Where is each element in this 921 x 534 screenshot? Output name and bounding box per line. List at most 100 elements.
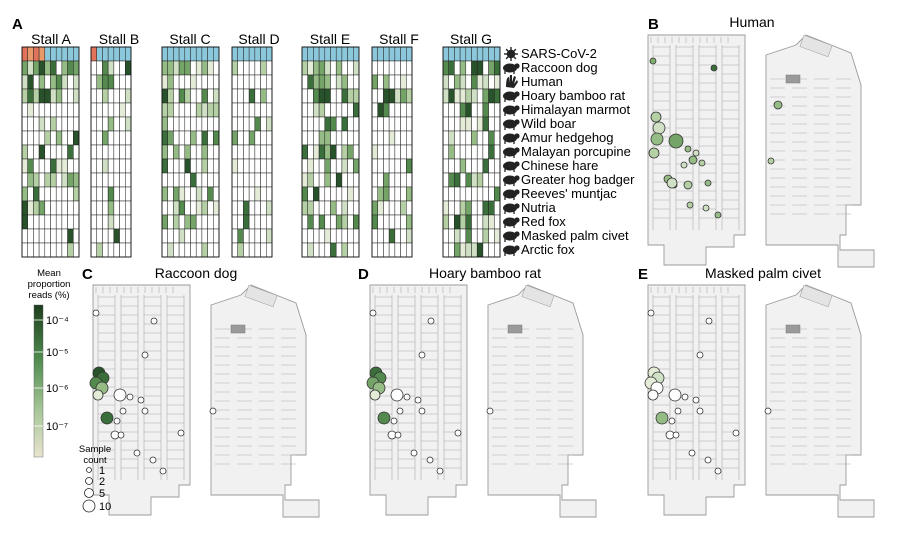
sample-circle	[704, 179, 712, 187]
heatmap-cell	[341, 46, 348, 62]
heatmap-cell	[113, 200, 120, 216]
heatmap-cell	[494, 242, 501, 258]
heatmap-cell	[213, 200, 220, 216]
heatmap-cell	[237, 228, 244, 244]
heatmap-cell	[73, 158, 80, 174]
heatmap-cell	[254, 74, 261, 90]
heatmap-cell	[231, 242, 238, 258]
heatmap-cell	[190, 214, 197, 230]
heatmap-cell	[119, 74, 126, 90]
heatmap-cell	[67, 46, 74, 62]
heatmap-cell	[388, 186, 396, 202]
heatmap-cell	[50, 144, 57, 160]
heatmap-cell	[318, 116, 326, 132]
heatmap-cell	[178, 200, 186, 216]
heatmap-cell	[44, 172, 51, 188]
size-legend-title-2: count	[83, 455, 107, 466]
sample-circle	[649, 57, 657, 65]
heatmap-cell	[465, 172, 472, 188]
heatmap-cell	[184, 158, 191, 174]
heatmap-cell	[102, 214, 109, 230]
heatmap-cell	[201, 46, 208, 62]
heatmap-cell	[21, 130, 28, 146]
heatmap-cell	[190, 74, 197, 90]
heatmap-cell	[201, 130, 208, 146]
heatmap-cell	[394, 158, 401, 174]
heatmap-cell	[448, 116, 455, 132]
heatmap-cell	[90, 158, 97, 174]
heatmap-cell	[400, 186, 407, 202]
heatmap-cell	[394, 172, 401, 188]
heatmap-cell	[184, 60, 191, 76]
heatmap-cell	[488, 158, 495, 174]
heatmap-cell	[347, 74, 354, 90]
heatmap-cell	[195, 228, 203, 244]
heatmap-cell	[44, 46, 51, 62]
heatmap-cell	[377, 60, 384, 76]
heatmap-cell	[201, 228, 208, 244]
heatmap-cell	[454, 74, 461, 90]
heatmap-cell	[119, 172, 126, 188]
heatmap-cell	[231, 102, 238, 118]
heatmap-cell	[55, 158, 63, 174]
sample-circle	[674, 407, 682, 415]
heatmap-cell	[318, 60, 326, 76]
heatmap-cell	[213, 172, 220, 188]
heatmap-cell	[318, 88, 326, 104]
heatmap-cell	[341, 88, 348, 104]
heatmap-cell	[442, 116, 449, 132]
heatmap-cell	[102, 116, 109, 132]
sample-circle	[647, 389, 659, 401]
panel-letter-b: B	[648, 16, 659, 33]
heatmap-cell	[73, 172, 80, 188]
heatmap-cell	[347, 88, 354, 104]
species-label: Raccoon dog	[521, 60, 598, 75]
heatmap-cell	[190, 130, 197, 146]
heatmap-cell	[313, 172, 320, 188]
heatmap-cell	[125, 116, 132, 132]
heatmap-cell	[213, 144, 220, 160]
heatmap-cell	[67, 172, 74, 188]
heatmap-cell	[33, 88, 40, 104]
sample-circle	[668, 417, 676, 425]
heatmap-cell	[38, 88, 46, 104]
sample-circle	[137, 396, 145, 404]
heatmap-cell	[96, 116, 103, 132]
heatmap-cell	[335, 228, 343, 244]
heatmap-cell	[113, 214, 120, 230]
heatmap-cell	[178, 158, 186, 174]
heatmap-cell	[301, 200, 308, 216]
heatmap-cell	[167, 88, 174, 104]
heatmap-cell	[55, 242, 63, 258]
heatmap-cell	[400, 228, 407, 244]
heatmap-cell	[173, 200, 180, 216]
heatmap-cell	[201, 186, 208, 202]
heatmap-cell	[394, 116, 401, 132]
heatmap-cell	[459, 172, 467, 188]
heatmap-cell	[102, 242, 109, 258]
heatmap-cell	[107, 172, 115, 188]
heatmap-cell	[406, 116, 413, 132]
heatmap-cell	[50, 60, 57, 76]
heatmap-cell	[400, 60, 407, 76]
heatmap-cell	[243, 130, 250, 146]
heatmap-cell	[341, 200, 348, 216]
heatmap-cell	[38, 228, 46, 244]
heatmap-cell	[459, 158, 467, 174]
heatmap-cell	[248, 116, 256, 132]
heatmap-cell	[371, 102, 378, 118]
sample-circle	[773, 100, 783, 110]
heatmap-cell	[195, 200, 203, 216]
heatmap-cell	[394, 200, 401, 216]
heatmap-cell	[55, 74, 63, 90]
heatmap-cell	[243, 200, 250, 216]
stall-grid	[231, 46, 273, 258]
heatmap-cell	[383, 172, 390, 188]
heatmap-cell	[324, 228, 331, 244]
heatmap-cell	[184, 228, 191, 244]
heatmap-cell	[318, 102, 326, 118]
heatmap-cell	[330, 186, 337, 202]
heatmap-cell	[237, 102, 244, 118]
heatmap-cell	[260, 116, 267, 132]
